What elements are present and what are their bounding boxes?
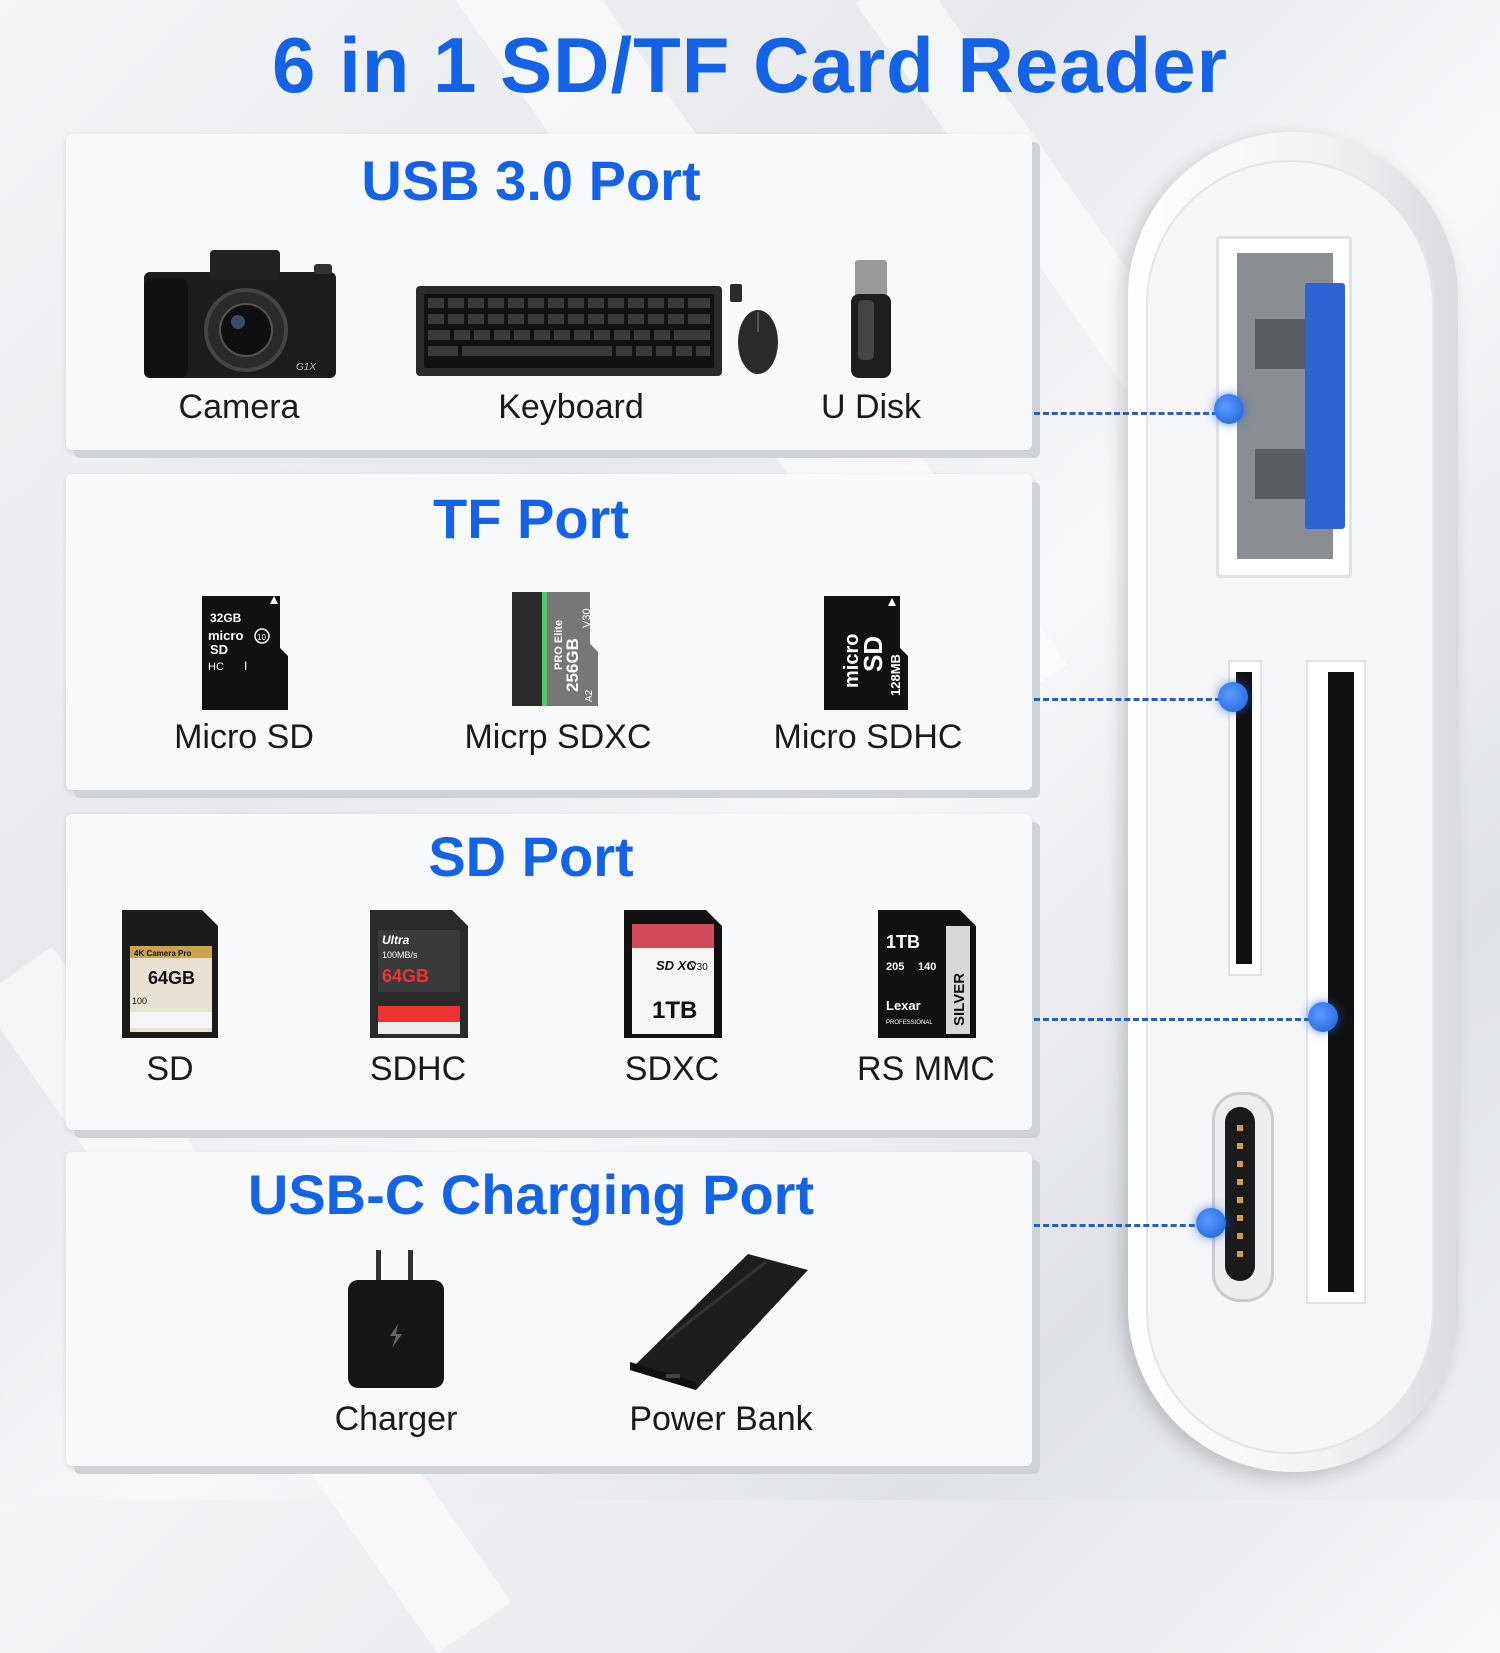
item-label: SDXC bbox=[624, 1050, 720, 1088]
item-label: Power Bank bbox=[629, 1400, 813, 1438]
usb-a-port bbox=[1216, 236, 1352, 578]
power-bank-item: Power Bank bbox=[626, 1250, 816, 1450]
card-text: V30 bbox=[690, 962, 708, 973]
charger-icon bbox=[348, 1250, 444, 1388]
card-text: 256GB bbox=[563, 638, 582, 692]
card-text: 100 bbox=[132, 996, 147, 1006]
svg-text:G1X: G1X bbox=[296, 362, 316, 373]
usb-c-port bbox=[1212, 1092, 1274, 1302]
item-label: U Disk bbox=[820, 388, 922, 426]
micro-sdxc-card-icon: PRO Elite 256GB V30 A2 bbox=[512, 592, 598, 706]
tf-panel: TF Port 32GB micro SD HC 10 I Micro SD P… bbox=[66, 474, 1032, 790]
item-label: SDHC bbox=[369, 1050, 467, 1088]
tf-slot-opening bbox=[1236, 672, 1252, 964]
card-text: SD bbox=[210, 642, 228, 657]
keyboard-icon bbox=[416, 284, 778, 376]
card-text: 64GB bbox=[148, 968, 195, 988]
connector-line-sd bbox=[1034, 1018, 1310, 1021]
sdxc-item: SD XC V30 1TB SDXC bbox=[620, 908, 724, 1108]
tf-slot bbox=[1228, 660, 1262, 976]
sdhc-item: Ultra 100MB/s 64GB SDHC bbox=[366, 908, 470, 1108]
card-text: 32GB bbox=[210, 611, 242, 625]
micro-sdhc-card-icon: micro SD 128MB bbox=[824, 596, 908, 710]
card-text: Lexar bbox=[886, 998, 921, 1013]
card-text: SD bbox=[858, 636, 888, 672]
item-label: Charger bbox=[334, 1400, 458, 1438]
panel-title: TF Port bbox=[433, 487, 629, 550]
card-text: 205 bbox=[886, 961, 904, 973]
camera-item: G1X Camera bbox=[134, 238, 344, 438]
item-label: Micro SDHC bbox=[773, 718, 963, 756]
card-text: micro bbox=[208, 628, 243, 643]
card-text: 140 bbox=[918, 961, 936, 973]
usb-c-panel: USB-C Charging Port Charger Power Bank bbox=[66, 1152, 1032, 1466]
panel-title: SD Port bbox=[428, 825, 634, 888]
sdhc-card-icon: Ultra 100MB/s 64GB bbox=[370, 910, 468, 1038]
card-text: HC bbox=[208, 661, 224, 673]
card-text: SD XC bbox=[656, 958, 696, 973]
rs-mmc-card-icon: 1TB 205 140 Lexar PROFESSIONAL SILVER bbox=[878, 910, 976, 1038]
sd-slot-opening bbox=[1328, 672, 1354, 1292]
connector-dot-tf bbox=[1218, 682, 1248, 712]
card-text: 1TB bbox=[652, 997, 697, 1024]
sdxc-card-icon: SD XC V30 1TB bbox=[624, 910, 722, 1038]
item-label: Keyboard bbox=[498, 388, 644, 426]
camera-icon: G1X bbox=[144, 250, 336, 378]
card-text: A2 bbox=[584, 689, 595, 702]
usb-a-pin bbox=[1255, 449, 1305, 499]
item-label: SD bbox=[146, 1050, 194, 1088]
card-text: PRO Elite bbox=[553, 620, 565, 670]
usb-a-pin bbox=[1255, 319, 1305, 369]
connector-dot-usb-c bbox=[1196, 1208, 1226, 1238]
usb-a-port-tongue bbox=[1305, 283, 1345, 529]
rs-mmc-item: 1TB 205 140 Lexar PROFESSIONAL SILVER RS… bbox=[857, 908, 995, 1108]
usb3-panel: USB 3.0 Port G1X Camera bbox=[66, 134, 1032, 450]
item-label: Camera bbox=[178, 388, 300, 426]
card-text: 64GB bbox=[382, 966, 429, 986]
card-text: micro bbox=[841, 634, 863, 688]
micro-sdhc-item: micro SD 128MB Micro SDHC bbox=[774, 592, 962, 782]
sd-panel: SD Port 4K Camera Pro 64GB 100 SD Ultra … bbox=[66, 814, 1032, 1130]
power-bank-icon bbox=[630, 1254, 808, 1390]
card-text: I bbox=[244, 659, 247, 673]
sd-card-icon: 4K Camera Pro 64GB 100 bbox=[122, 910, 218, 1038]
item-label: RS MMC bbox=[857, 1050, 995, 1088]
connector-line-usb-c bbox=[1034, 1224, 1204, 1227]
panel-title: USB 3.0 Port bbox=[361, 149, 701, 212]
micro-sd-card-icon: 32GB micro SD HC 10 I bbox=[202, 596, 288, 710]
connector-line-tf bbox=[1034, 698, 1230, 701]
usb-c-contacts bbox=[1237, 1125, 1243, 1265]
page-title: 6 in 1 SD/TF Card Reader bbox=[272, 21, 1228, 109]
card-text: 10 bbox=[257, 633, 266, 642]
connector-line-usb3 bbox=[1034, 412, 1218, 415]
connector-dot-sd bbox=[1308, 1002, 1338, 1032]
card-text: 4K Camera Pro bbox=[134, 949, 191, 958]
card-text: 128MB bbox=[888, 654, 903, 696]
card-text: 1TB bbox=[886, 932, 920, 952]
sd-slot bbox=[1306, 660, 1366, 1304]
card-text: Ultra bbox=[382, 933, 410, 947]
keyboard-item: Keyboard bbox=[416, 238, 786, 438]
charger-item: Charger bbox=[335, 1250, 457, 1450]
card-text: 100MB/s bbox=[382, 950, 418, 960]
card-text: V30 bbox=[581, 608, 593, 628]
card-text: SILVER bbox=[951, 973, 968, 1026]
u-disk-item: U Disk bbox=[796, 238, 946, 438]
connector-dot-usb3 bbox=[1214, 394, 1244, 424]
item-label: Micrp SDXC bbox=[464, 718, 652, 756]
item-label: Micro SD bbox=[174, 718, 314, 756]
usb-drive-icon bbox=[851, 260, 891, 378]
card-text: PROFESSIONAL bbox=[886, 1020, 933, 1026]
panel-title: USB-C Charging Port bbox=[247, 1163, 815, 1226]
micro-sdxc-item: PRO Elite 256GB V30 A2 Micrp SDXC bbox=[464, 592, 652, 782]
sd-item: 4K Camera Pro 64GB 100 SD bbox=[118, 908, 222, 1108]
micro-sd-item: 32GB micro SD HC 10 I Micro SD bbox=[174, 592, 314, 782]
